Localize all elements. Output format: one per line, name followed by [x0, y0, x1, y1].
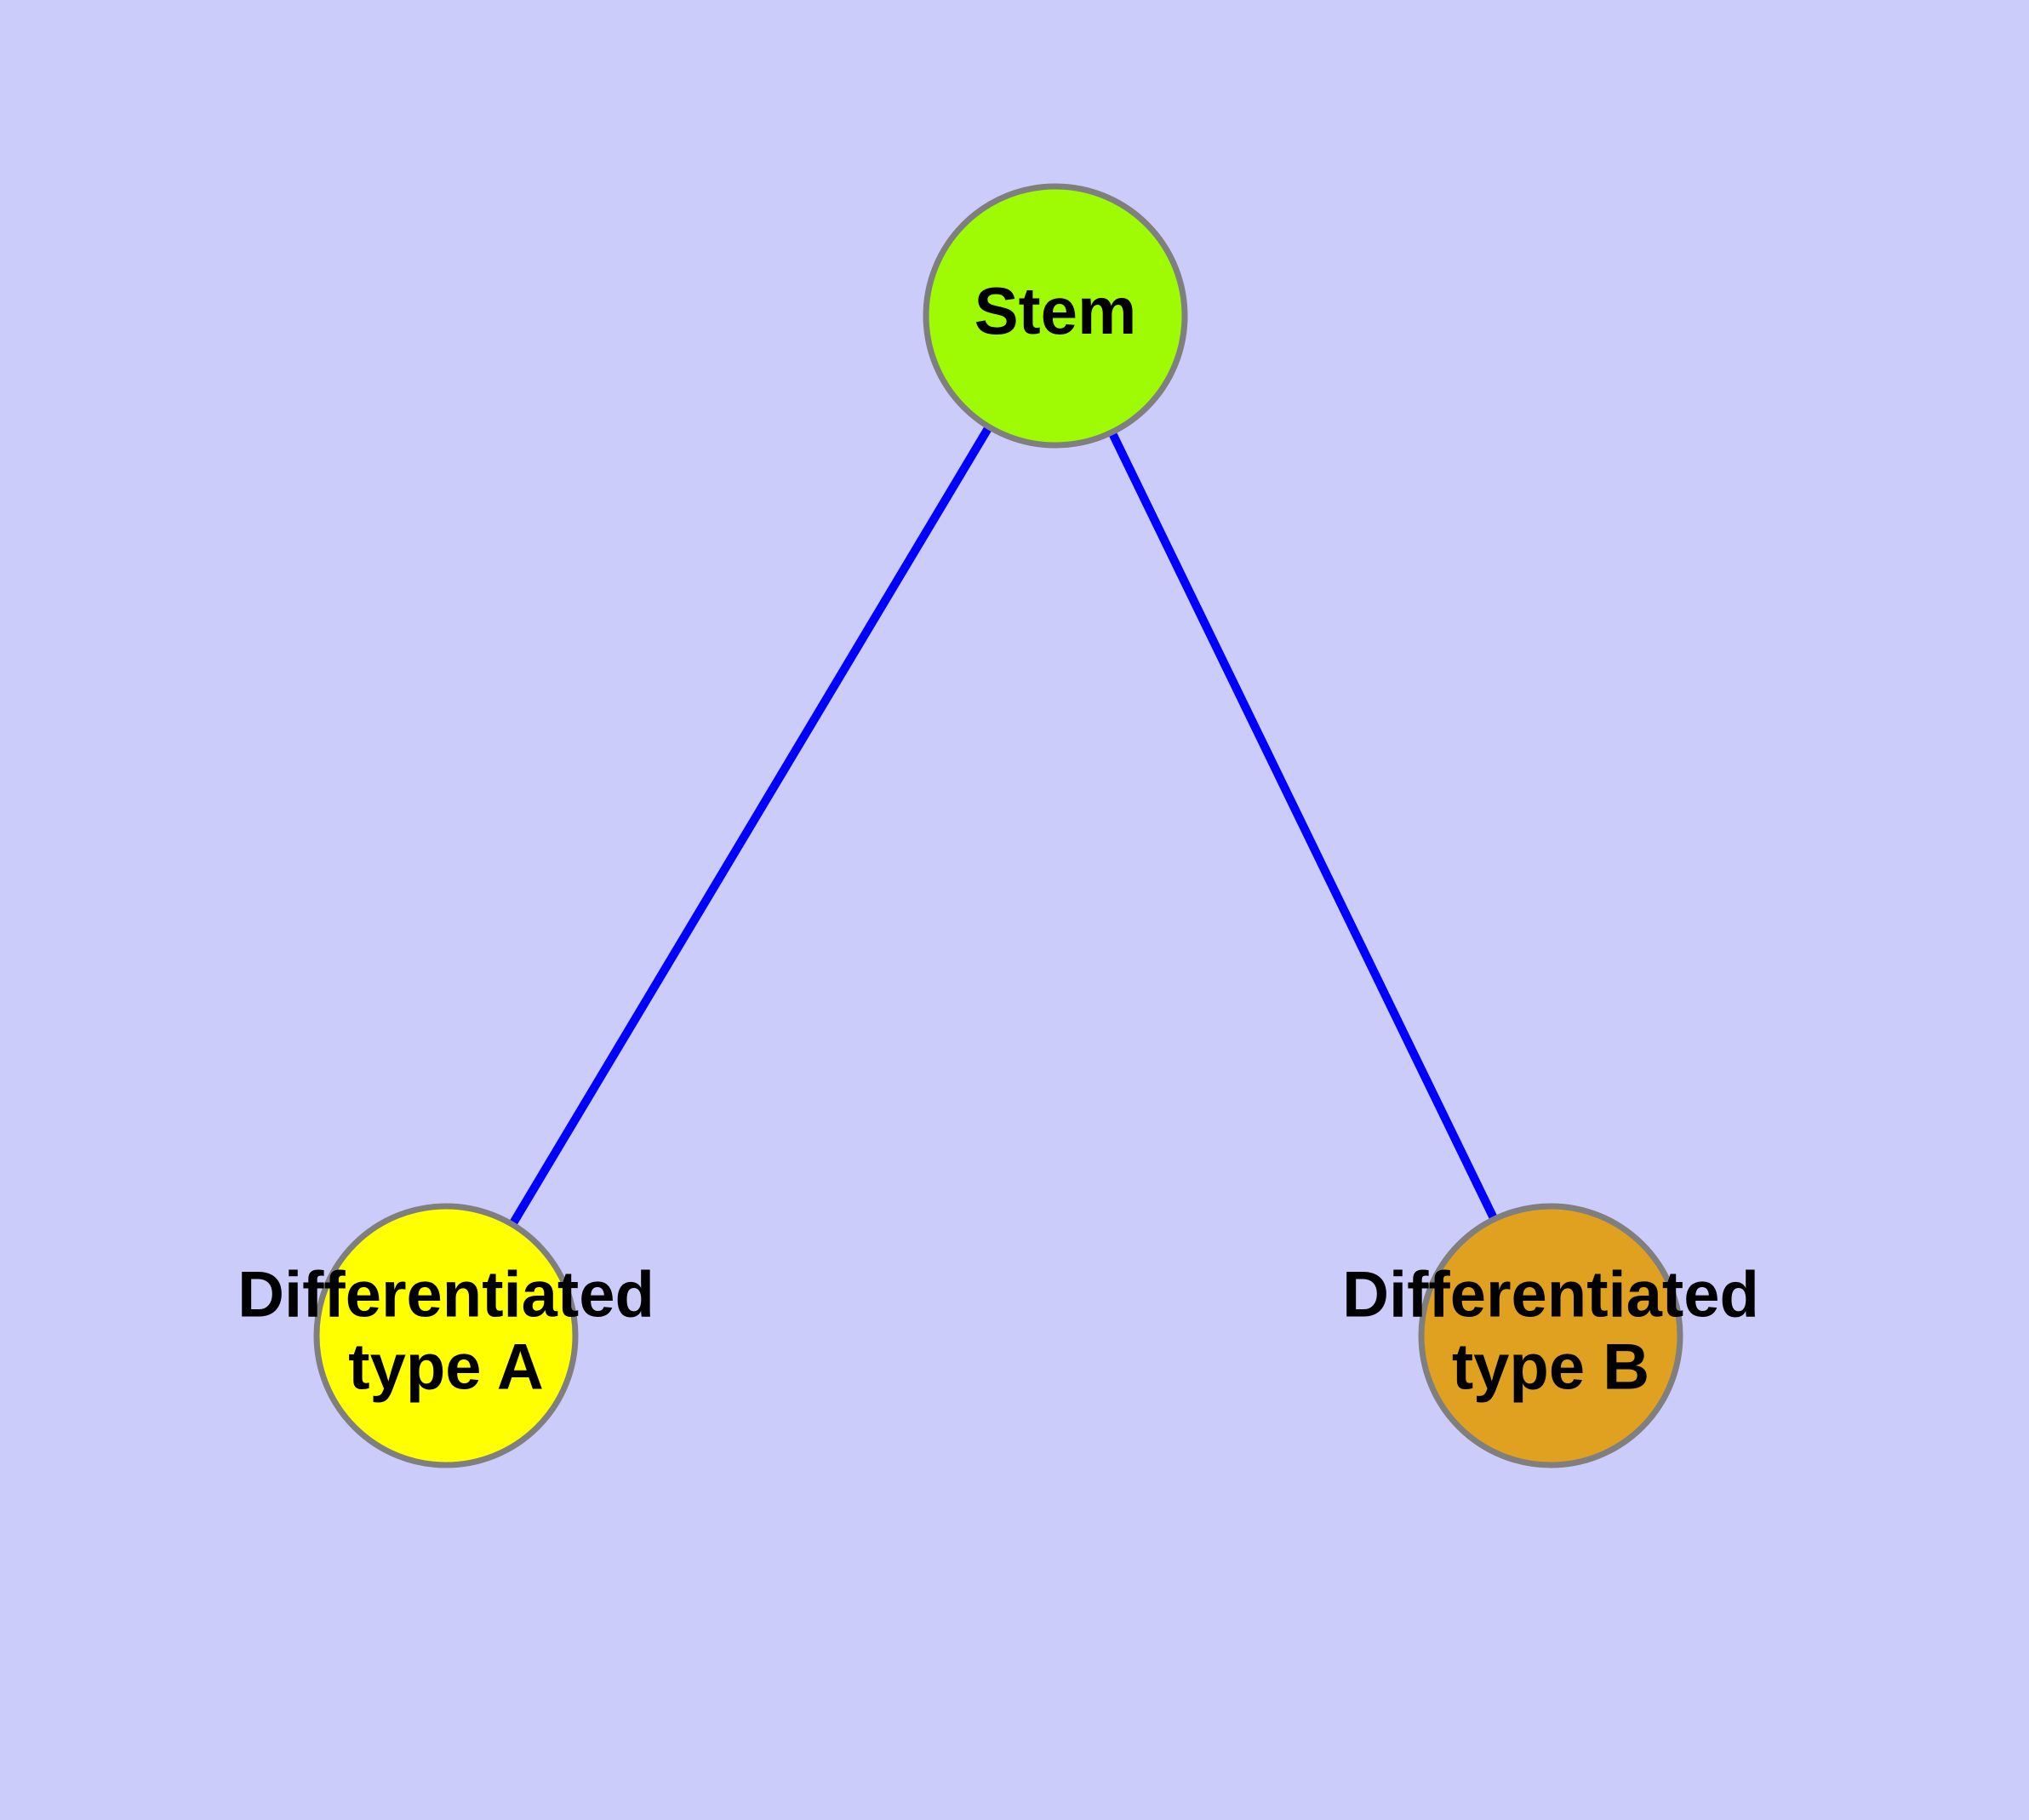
nodes-group	[313, 183, 1683, 1468]
node-label-stem: Stem	[974, 273, 1137, 348]
node-label-line: Differentiated	[1342, 1259, 1759, 1331]
edge-stem-to-b[interactable]	[1051, 313, 1555, 1338]
node-label-line: type A	[348, 1331, 543, 1404]
edge-stem-to-a[interactable]	[442, 313, 1060, 1338]
node-circle-diff_a[interactable]	[313, 1203, 579, 1468]
node-label-line: type B	[1452, 1331, 1649, 1404]
node-circle-stem[interactable]	[923, 183, 1188, 449]
node-circle-diff_b[interactable]	[1418, 1203, 1683, 1468]
edges-group	[442, 313, 1555, 1338]
node-label-line: Differentiated	[237, 1259, 654, 1331]
node-label-line: Stem	[974, 273, 1137, 348]
